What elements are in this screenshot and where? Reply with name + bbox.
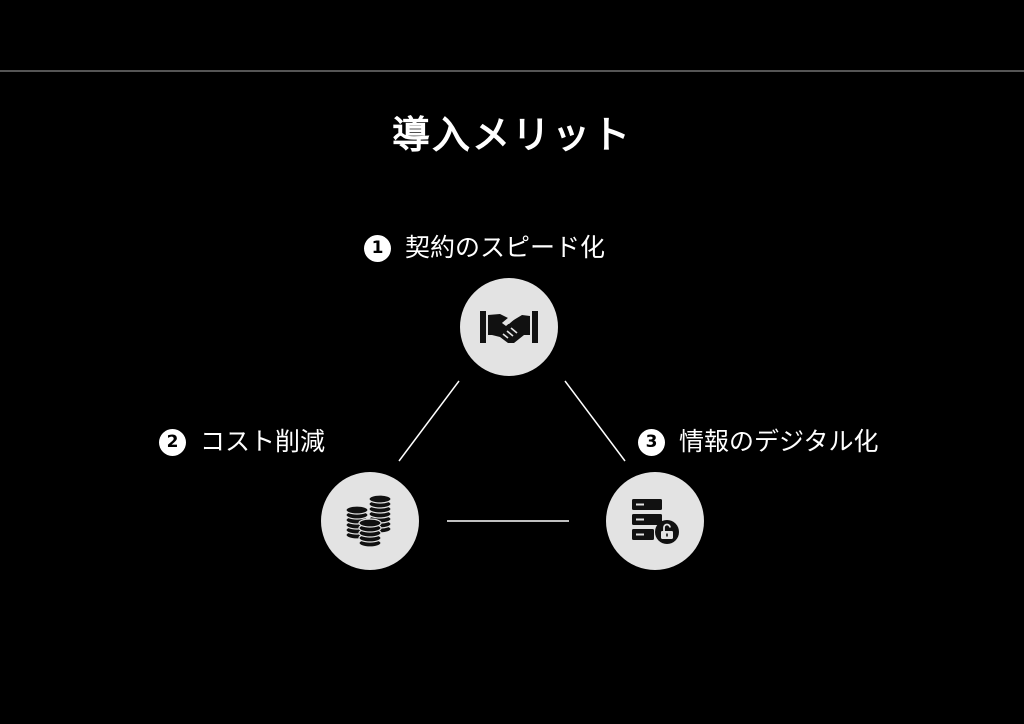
benefit-text-3: 情報のデジタル化: [679, 427, 879, 456]
benefit-text-1: 契約のスピード化: [405, 233, 606, 262]
benefit-label-2: 2 コスト削減: [159, 425, 325, 459]
coin-stacks-icon: [345, 494, 392, 548]
page-title: 導入メリット: [391, 113, 632, 157]
benefit-text-2: コスト削減: [200, 427, 326, 456]
secure-server-icon: [632, 499, 679, 544]
number-badge-2: 2: [159, 428, 186, 456]
number-badge-1: 1: [364, 234, 391, 262]
benefit-label-3: 3 情報のデジタル化: [638, 425, 879, 459]
benefit-node-speed: [460, 278, 558, 376]
benefit-node-digital: [606, 472, 704, 570]
header-divider: [0, 70, 1024, 72]
connector-1-3: [564, 380, 626, 462]
benefit-label-1: 1 契約のスピード化: [364, 231, 605, 265]
handshake-icon: [480, 311, 538, 343]
benefit-node-cost: [321, 472, 419, 570]
connector-1-2: [398, 380, 460, 462]
number-badge-3: 3: [638, 428, 665, 456]
